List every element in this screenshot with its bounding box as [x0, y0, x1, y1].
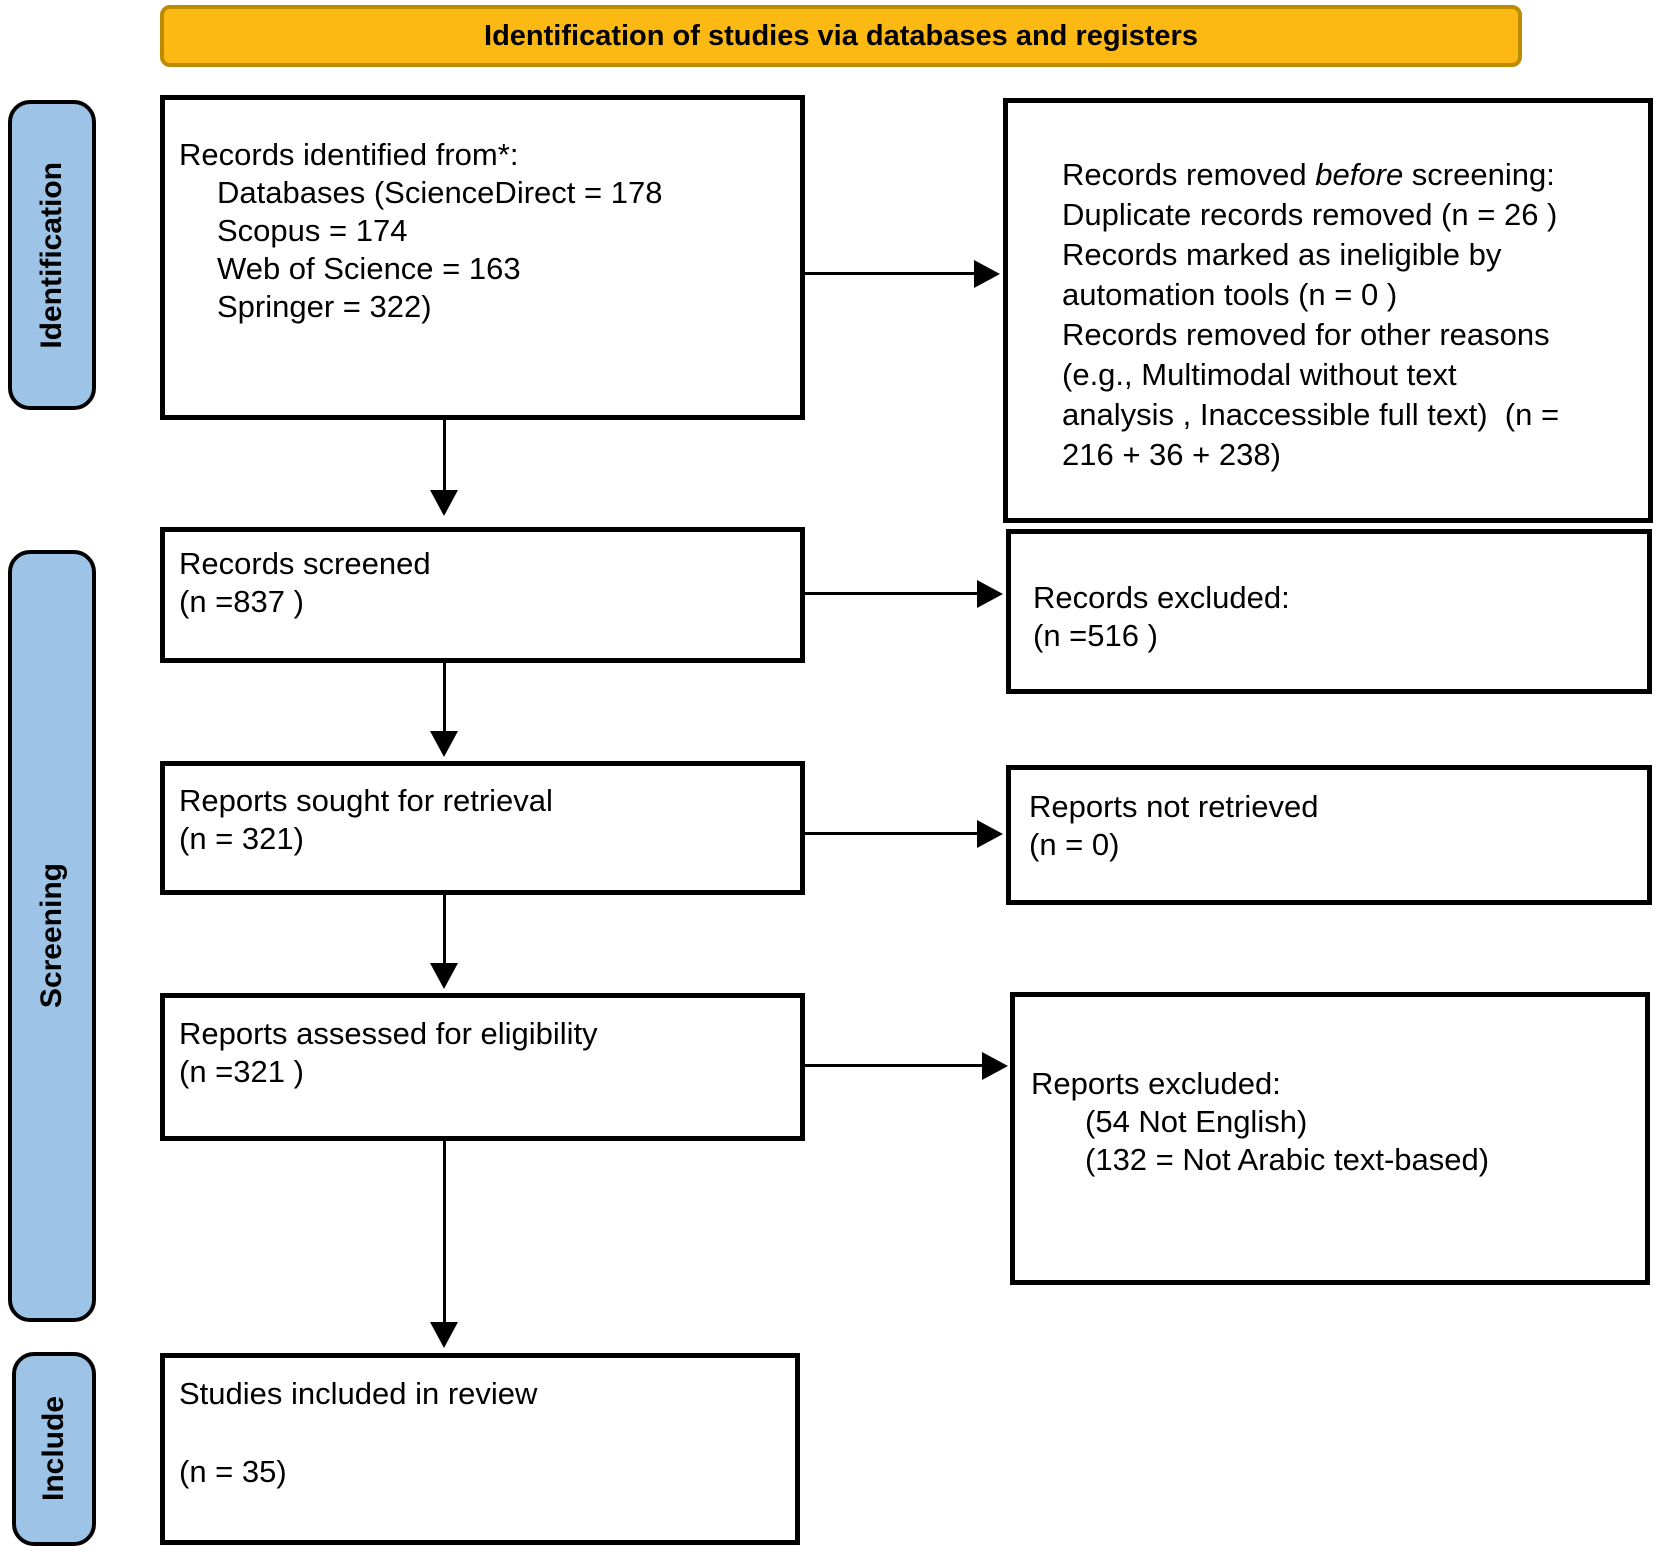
reports-sought-count: (n = 321)	[179, 821, 304, 856]
arrow-sought-to-assessed-head	[430, 963, 458, 989]
box-reports-sought: Reports sought for retrieval (n = 321)	[160, 761, 805, 895]
arrow-screened-to-excluded-shaft	[802, 592, 978, 595]
stage-label-identification-text: Identification	[35, 161, 68, 349]
arrow-assessed-to-reports-excluded-head	[982, 1052, 1008, 1080]
studies-included-count: (n = 35)	[179, 1454, 287, 1489]
records-screened-line: Records screened	[179, 546, 431, 581]
records-identified-line: Records identified from*:	[179, 137, 519, 172]
arrow-identified-to-removed-head	[974, 260, 1000, 288]
records-identified-line: Web of Science = 163	[217, 251, 521, 286]
diagram-title: Identification of studies via databases …	[484, 19, 1198, 52]
stage-label-identification: Identification	[8, 100, 96, 410]
records-identified-line: Scopus = 174	[217, 213, 408, 248]
records-excluded-count: (n =516 )	[1033, 618, 1158, 653]
records-screened-count: (n =837 )	[179, 584, 304, 619]
records-removed-line: (e.g., Multimodal without text	[1062, 357, 1457, 392]
reports-not-retrieved-count: (n = 0)	[1029, 827, 1120, 862]
reports-excluded-reason: (132 = Not Arabic text-based)	[1085, 1142, 1490, 1177]
records-removed-line: automation tools (n = 0 )	[1062, 277, 1398, 312]
arrow-assessed-to-reports-excluded-shaft	[800, 1064, 983, 1067]
arrow-sought-to-not-retrieved-head	[977, 820, 1003, 848]
arrow-identified-to-screened-shaft	[443, 420, 446, 492]
box-reports-not-retrieved: Reports not retrieved (n = 0)	[1006, 765, 1652, 905]
arrow-screened-to-sought-head	[430, 731, 458, 757]
arrow-sought-to-assessed-shaft	[443, 895, 446, 965]
arrow-identified-to-removed-shaft	[802, 272, 975, 275]
box-records-excluded: Records excluded: (n =516 )	[1006, 529, 1652, 694]
stage-label-include: Include	[12, 1352, 96, 1546]
records-removed-heading: Records removed before screening:	[1062, 155, 1638, 195]
records-removed-line: Records marked as ineligible by	[1062, 237, 1502, 272]
arrow-sought-to-not-retrieved-shaft	[802, 832, 978, 835]
arrow-assessed-to-included-head	[430, 1322, 458, 1348]
records-removed-line: Duplicate records removed (n = 26 )	[1062, 197, 1558, 232]
arrow-identified-to-screened-head	[430, 490, 458, 516]
diagram-title-banner: Identification of studies via databases …	[160, 5, 1522, 67]
reports-assessed-line: Reports assessed for eligibility	[179, 1016, 598, 1051]
records-removed-heading-pre: Records removed	[1062, 157, 1316, 192]
records-removed-heading-post: screening:	[1403, 157, 1555, 192]
box-records-removed: Records removed before screening: Duplic…	[1003, 98, 1653, 523]
box-records-identified: Records identified from*: Databases (Sci…	[160, 95, 805, 420]
box-studies-included: Studies included in review (n = 35)	[160, 1353, 800, 1545]
records-removed-heading-italic: before	[1315, 157, 1404, 192]
reports-assessed-count: (n =321 )	[179, 1054, 304, 1089]
records-excluded-line: Records excluded:	[1033, 580, 1290, 615]
stage-label-screening-text: Screening	[35, 863, 68, 1009]
reports-excluded-line: Reports excluded:	[1031, 1066, 1281, 1101]
reports-sought-line: Reports sought for retrieval	[179, 783, 553, 818]
studies-included-line: Studies included in review	[179, 1376, 538, 1411]
box-reports-excluded: Reports excluded: (54 Not English) (132 …	[1010, 992, 1650, 1285]
box-reports-assessed: Reports assessed for eligibility (n =321…	[160, 993, 805, 1141]
reports-excluded-reason: (54 Not English)	[1085, 1104, 1308, 1139]
reports-not-retrieved-line: Reports not retrieved	[1029, 789, 1319, 824]
records-identified-line: Springer = 322)	[217, 289, 432, 324]
arrow-assessed-to-included-shaft	[443, 1141, 446, 1324]
arrow-screened-to-sought-shaft	[443, 663, 446, 733]
records-identified-line: Databases (ScienceDirect = 178	[217, 175, 663, 210]
box-records-screened: Records screened (n =837 )	[160, 527, 805, 663]
stage-label-screening: Screening	[8, 550, 96, 1322]
records-removed-line: Records removed for other reasons	[1062, 317, 1550, 352]
stage-label-include-text: Include	[37, 1396, 70, 1502]
records-removed-line: 216 + 36 + 238)	[1062, 437, 1281, 472]
records-removed-line: analysis , Inaccessible full text) (n =	[1062, 397, 1560, 432]
arrow-screened-to-excluded-head	[977, 580, 1003, 608]
blank-line	[179, 1413, 785, 1453]
